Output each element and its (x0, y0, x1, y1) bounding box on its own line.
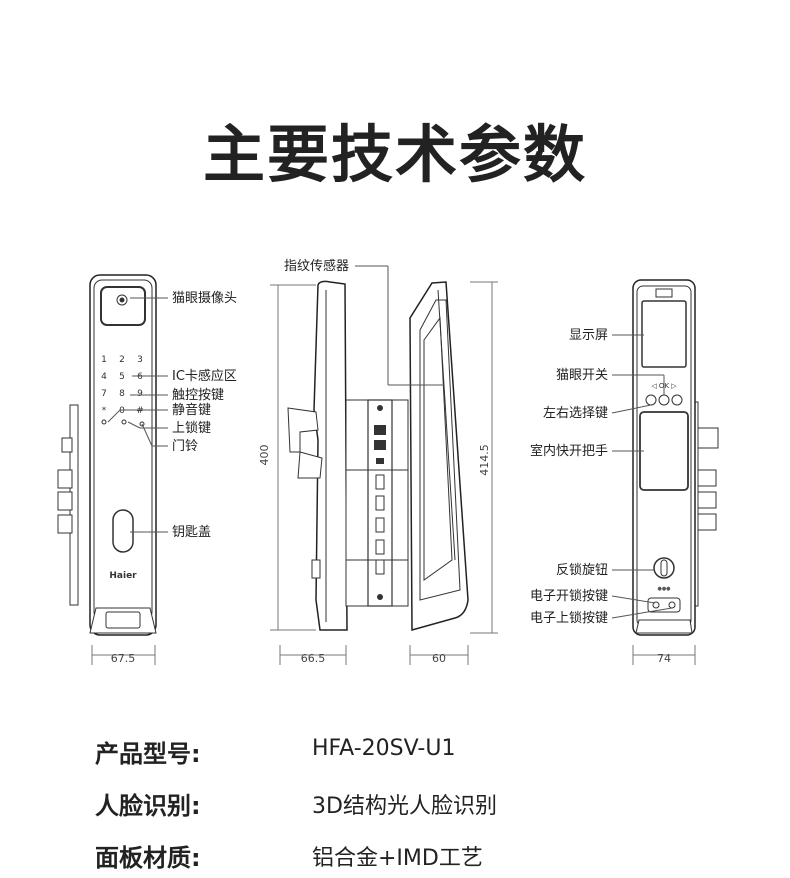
display-screen-label: 显示屏 (569, 328, 608, 343)
camera-window (100, 286, 146, 326)
key-cover-label: 钥匙盖 (172, 525, 211, 540)
indicator-dots: ●●● (657, 586, 671, 592)
keypad-key: 8 (119, 389, 125, 399)
spec-label-model: 产品型号: (95, 740, 201, 768)
electronic-unlock-button (652, 601, 660, 609)
touch-button-marker (121, 419, 127, 425)
spec-label-face-recognition: 人脸识别: (95, 792, 201, 820)
side-height-400: 400 (258, 445, 271, 466)
touch-button-marker (139, 421, 145, 427)
back-width-dim: 74 (657, 652, 671, 665)
keypad-key: 5 (119, 372, 125, 382)
electronic-unlock-label: 电子开锁按键 (530, 588, 608, 604)
keypad-key: * (102, 406, 107, 416)
keypad-key: 4 (101, 372, 107, 382)
ic-card-area-label: IC卡感应区 (172, 368, 237, 384)
lock-technical-diagram: 1 2 3 4 5 6 7 8 9 * 0 # Haier 猫眼摄像头 IC卡感应区触控按键静音键上锁键… (57, 258, 719, 665)
spec-value-panel-material: 铝合金+IMD工艺 (312, 846, 483, 871)
lock-key-label: 上锁键 (172, 420, 211, 436)
fingerprint-sensor-label: 指纹传感器 (284, 258, 349, 274)
side-height-414: 414.5 (478, 444, 491, 476)
keypad-key: 7 (101, 389, 107, 399)
keypad-key: 0 (119, 406, 125, 416)
front-view: 1 2 3 4 5 6 7 8 9 * 0 # Haier 猫眼摄像头 IC卡感应区触控按键静音键上锁键… (57, 274, 237, 665)
back-view: ◁ OK ▷ ●●● 显示屏猫眼开关左右选择键室内快开把手反锁旋钮电子开锁按键电… (530, 279, 719, 665)
electronic-lock-label: 电子上锁按键 (530, 610, 608, 626)
cat-eye-camera-icon (116, 294, 128, 306)
keypad-key: # (136, 406, 144, 416)
mortise-plate (367, 399, 393, 607)
brand-logo: Haier (109, 571, 137, 581)
keypad-key: 2 (119, 355, 125, 365)
cat-eye-camera-label: 猫眼摄像头 (172, 291, 237, 306)
page-title: 主要技术参数 (202, 118, 587, 191)
spec-value-face-recognition: 3D结构光人脸识别 (312, 794, 497, 819)
touch-button-marker (101, 419, 107, 425)
key-cover (112, 509, 134, 553)
side-dim-60: 60 (432, 652, 446, 665)
keypad-key: 3 (137, 355, 143, 365)
side-dim-66: 66.5 (301, 652, 326, 665)
back-panel (632, 279, 696, 636)
mute-key-label: 静音键 (172, 402, 211, 418)
keypad-key: 1 (101, 355, 107, 365)
touch-keys-label: 触控按键 (172, 388, 224, 403)
left-right-select-label: 左右选择键 (543, 406, 608, 421)
cat-eye-switch-label: 猫眼开关 (556, 368, 608, 383)
doorbell-label: 门铃 (172, 439, 198, 454)
keypad-key: 9 (137, 389, 143, 399)
anti-lock-knob (653, 557, 675, 579)
display-screen (641, 300, 687, 368)
side-view: 指纹传感器 400 414.5 66.5 60 (258, 258, 498, 665)
keypad-key: 6 (137, 372, 143, 382)
spec-label-panel-material: 面板材质: (95, 844, 201, 872)
front-width-dim: 67.5 (111, 652, 136, 665)
keypad: 1 2 3 4 5 6 7 8 9 * 0 # (101, 355, 145, 427)
spec-value-model: HFA-20SV-U1 (312, 736, 456, 761)
front-panel (89, 274, 157, 636)
quick-open-handle-label: 室内快开把手 (530, 443, 608, 459)
anti-lock-knob-label: 反锁旋钮 (556, 562, 608, 578)
right-select-button (671, 394, 683, 406)
